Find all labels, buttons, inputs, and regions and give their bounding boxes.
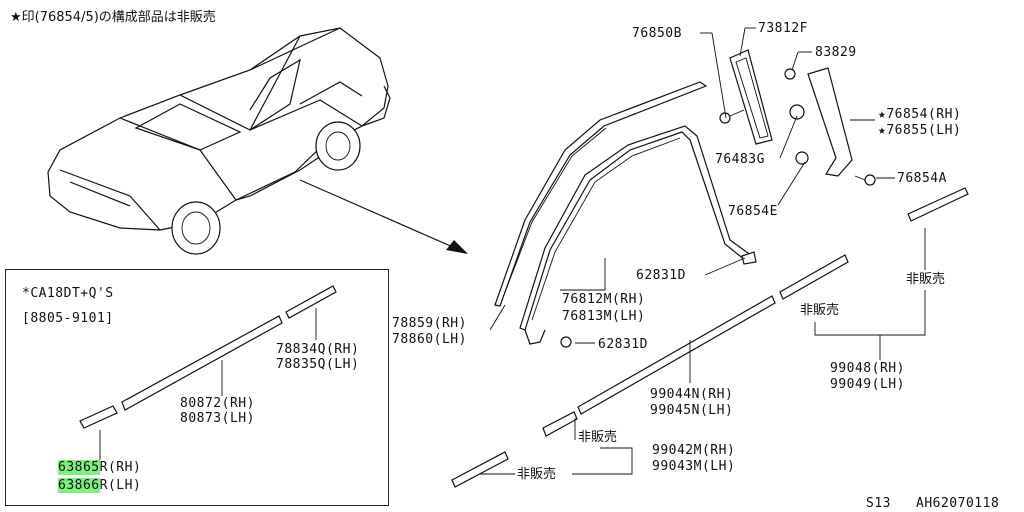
label-76854a: 76854A bbox=[897, 171, 947, 186]
label-78860: 78860(LH) bbox=[392, 332, 467, 347]
footer-code: AH62070118 bbox=[916, 496, 1000, 511]
label-63865r: 63865R(RH) bbox=[58, 460, 142, 475]
label-not-sold-lower-molding: 非販売 bbox=[517, 467, 557, 482]
label-76854-rh: ★76854(RH) bbox=[878, 107, 962, 122]
label-99049: 99049(LH) bbox=[830, 377, 905, 392]
label-83829: 83829 bbox=[815, 45, 857, 60]
inset-panel bbox=[5, 269, 389, 506]
side-moldings bbox=[451, 187, 969, 488]
pointer-arrow bbox=[299, 179, 468, 254]
car-illustration bbox=[47, 27, 391, 255]
footer-page: S13 bbox=[866, 496, 891, 511]
label-62831d-lower: 62831D bbox=[598, 337, 648, 352]
header-note: ★印(76854/5)の構成部品は非販売 bbox=[10, 10, 216, 25]
label-78834q: 78834Q(RH) bbox=[276, 342, 360, 357]
label-not-sold-upper-molding: 非販売 bbox=[800, 303, 840, 318]
highlight-63866: 63866 bbox=[58, 478, 100, 493]
label-76855-lh: ★76855(LH) bbox=[878, 123, 962, 138]
label-99044n: 99044N(RH) bbox=[650, 387, 734, 402]
label-99048: 99048(RH) bbox=[830, 361, 905, 376]
label-99043m: 99043M(LH) bbox=[652, 459, 736, 474]
highlight-63865: 63865 bbox=[58, 460, 100, 475]
leader-lines bbox=[480, 27, 926, 475]
inset-moldings bbox=[79, 285, 337, 460]
label-not-sold-99048: 非販売 bbox=[906, 272, 946, 287]
label-80872: 80872(RH) bbox=[180, 396, 255, 411]
label-not-sold-front-molding: 非販売 bbox=[578, 430, 618, 445]
label-76813m: 76813M(LH) bbox=[562, 309, 646, 324]
label-76812m: 76812M(RH) bbox=[562, 292, 646, 307]
label-76854e: 76854E bbox=[728, 204, 778, 219]
label-62831d-upper: 62831D bbox=[636, 268, 686, 283]
inset-condition-date: [8805-9101] bbox=[22, 311, 114, 326]
label-78859: 78859(RH) bbox=[392, 316, 467, 331]
label-99045n: 99045N(LH) bbox=[650, 403, 734, 418]
label-76483g: 76483G bbox=[715, 152, 765, 167]
label-80873: 80873(LH) bbox=[180, 411, 255, 426]
label-63866r: 63866R(LH) bbox=[58, 478, 142, 493]
label-73812f: 73812F bbox=[758, 21, 808, 36]
pillar-parts bbox=[560, 49, 876, 348]
inset-condition-engine: *CA18DT+Q'S bbox=[22, 286, 114, 301]
label-78835q: 78835Q(LH) bbox=[276, 357, 360, 372]
label-99042m: 99042M(RH) bbox=[652, 443, 736, 458]
label-76850b: 76850B bbox=[632, 26, 682, 41]
